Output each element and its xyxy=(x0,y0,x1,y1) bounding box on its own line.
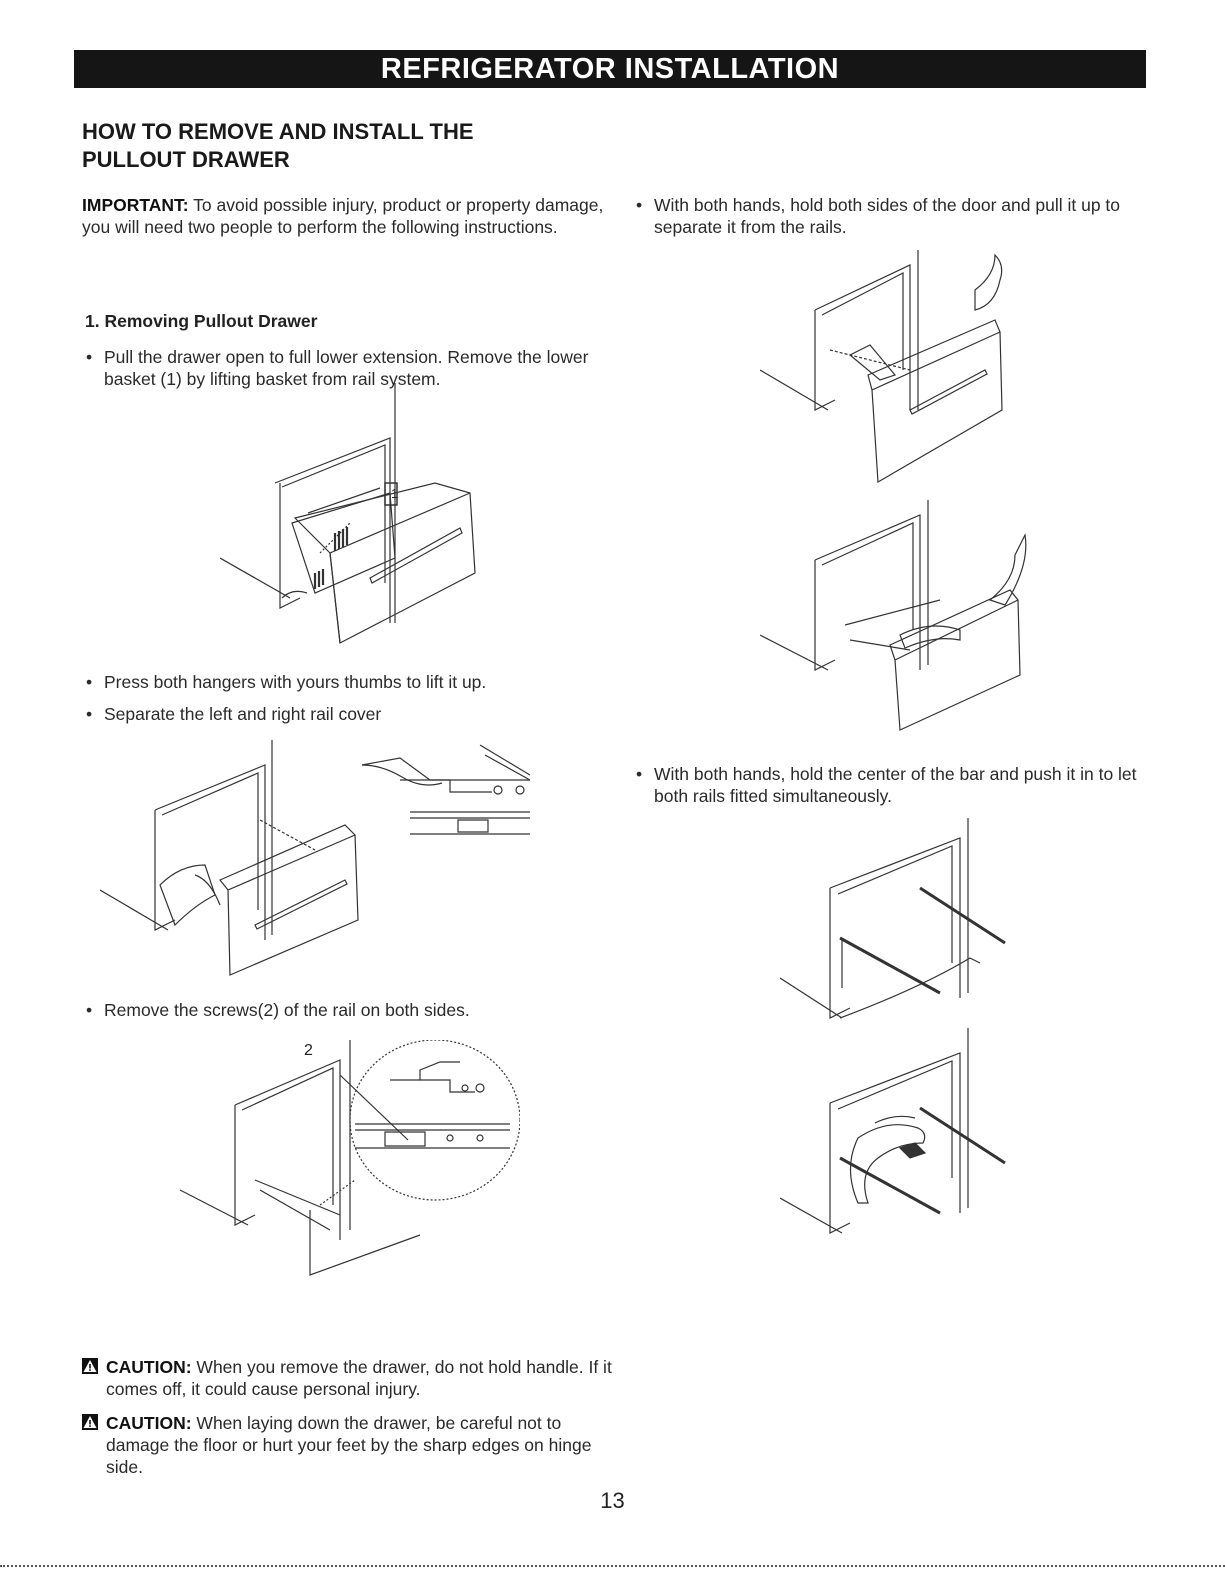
right-bullet-1: • With both hands, hold both sides of th… xyxy=(632,194,1174,238)
bullet-dot: • xyxy=(86,672,93,692)
bullet-dot: • xyxy=(86,347,93,367)
callout-1: 1 xyxy=(391,486,399,501)
figure-pull-drawer xyxy=(760,500,1040,735)
caution-1: CAUTION: When you remove the drawer, do … xyxy=(82,1356,626,1400)
step1-heading: 1. Removing Pullout Drawer xyxy=(85,311,318,331)
section-title-line2: PULLOUT DRAWER xyxy=(82,147,290,172)
figure-lift-door xyxy=(760,250,1030,490)
bullet-dot: • xyxy=(636,764,643,784)
bottom-dotted-line xyxy=(0,1565,1225,1567)
step1-bullet-4-text: Remove the screws(2) of the rail on both… xyxy=(104,1000,470,1020)
figure-rails-in xyxy=(780,818,1020,1038)
section-title-line1: HOW TO REMOVE AND INSTALL THE xyxy=(82,119,474,144)
right-bullet-2: • With both hands, hold the center of th… xyxy=(632,763,1174,807)
right-bullet-2-text: With both hands, hold the center of the … xyxy=(654,764,1137,806)
important-note: IMPORTANT: To avoid possible injury, pro… xyxy=(82,194,612,238)
figure-separate-rail-cover xyxy=(100,740,540,980)
section-title: HOW TO REMOVE AND INSTALL THE PULLOUT DR… xyxy=(82,118,602,174)
caution-1-label: CAUTION: xyxy=(106,1357,192,1377)
warning-icon xyxy=(82,1414,98,1430)
step1-bullet-1: • Pull the drawer open to full lower ext… xyxy=(82,346,634,390)
step1-bullet-3-text: Separate the left and right rail cover xyxy=(104,704,382,724)
important-label: IMPORTANT: xyxy=(82,195,189,215)
figure-remove-screws: 2 xyxy=(180,1040,520,1280)
step1-bullet-1-text: Pull the drawer open to full lower exten… xyxy=(104,347,589,389)
caution-2-text: When laying down the drawer, be careful … xyxy=(106,1413,592,1477)
caution-1-text: When you remove the drawer, do not hold … xyxy=(106,1357,612,1399)
step1-bullet-2: • Press both hangers with yours thumbs t… xyxy=(82,671,634,693)
bullet-dot: • xyxy=(86,1000,93,1020)
figure-push-bar xyxy=(780,1028,1020,1258)
step1-bullet-3: • Separate the left and right rail cover xyxy=(82,703,634,725)
important-text: To avoid possible injury, product or pro… xyxy=(82,195,604,237)
bullet-dot: • xyxy=(636,195,643,215)
step1-bullet-4: • Remove the screws(2) of the rail on bo… xyxy=(82,999,634,1021)
step1-bullet-2-text: Press both hangers with yours thumbs to … xyxy=(104,672,487,692)
page-number: 13 xyxy=(600,1488,625,1513)
figure-remove-basket: 1 xyxy=(220,383,490,653)
callout-2: 2 xyxy=(304,1042,313,1059)
caution-2: CAUTION: When laying down the drawer, be… xyxy=(82,1412,626,1478)
warning-icon xyxy=(82,1358,98,1374)
page-banner: REFRIGERATOR INSTALLATION xyxy=(74,50,1146,88)
bullet-dot: • xyxy=(86,704,93,724)
right-bullet-1-text: With both hands, hold both sides of the … xyxy=(654,195,1121,237)
caution-2-label: CAUTION: xyxy=(106,1413,192,1433)
